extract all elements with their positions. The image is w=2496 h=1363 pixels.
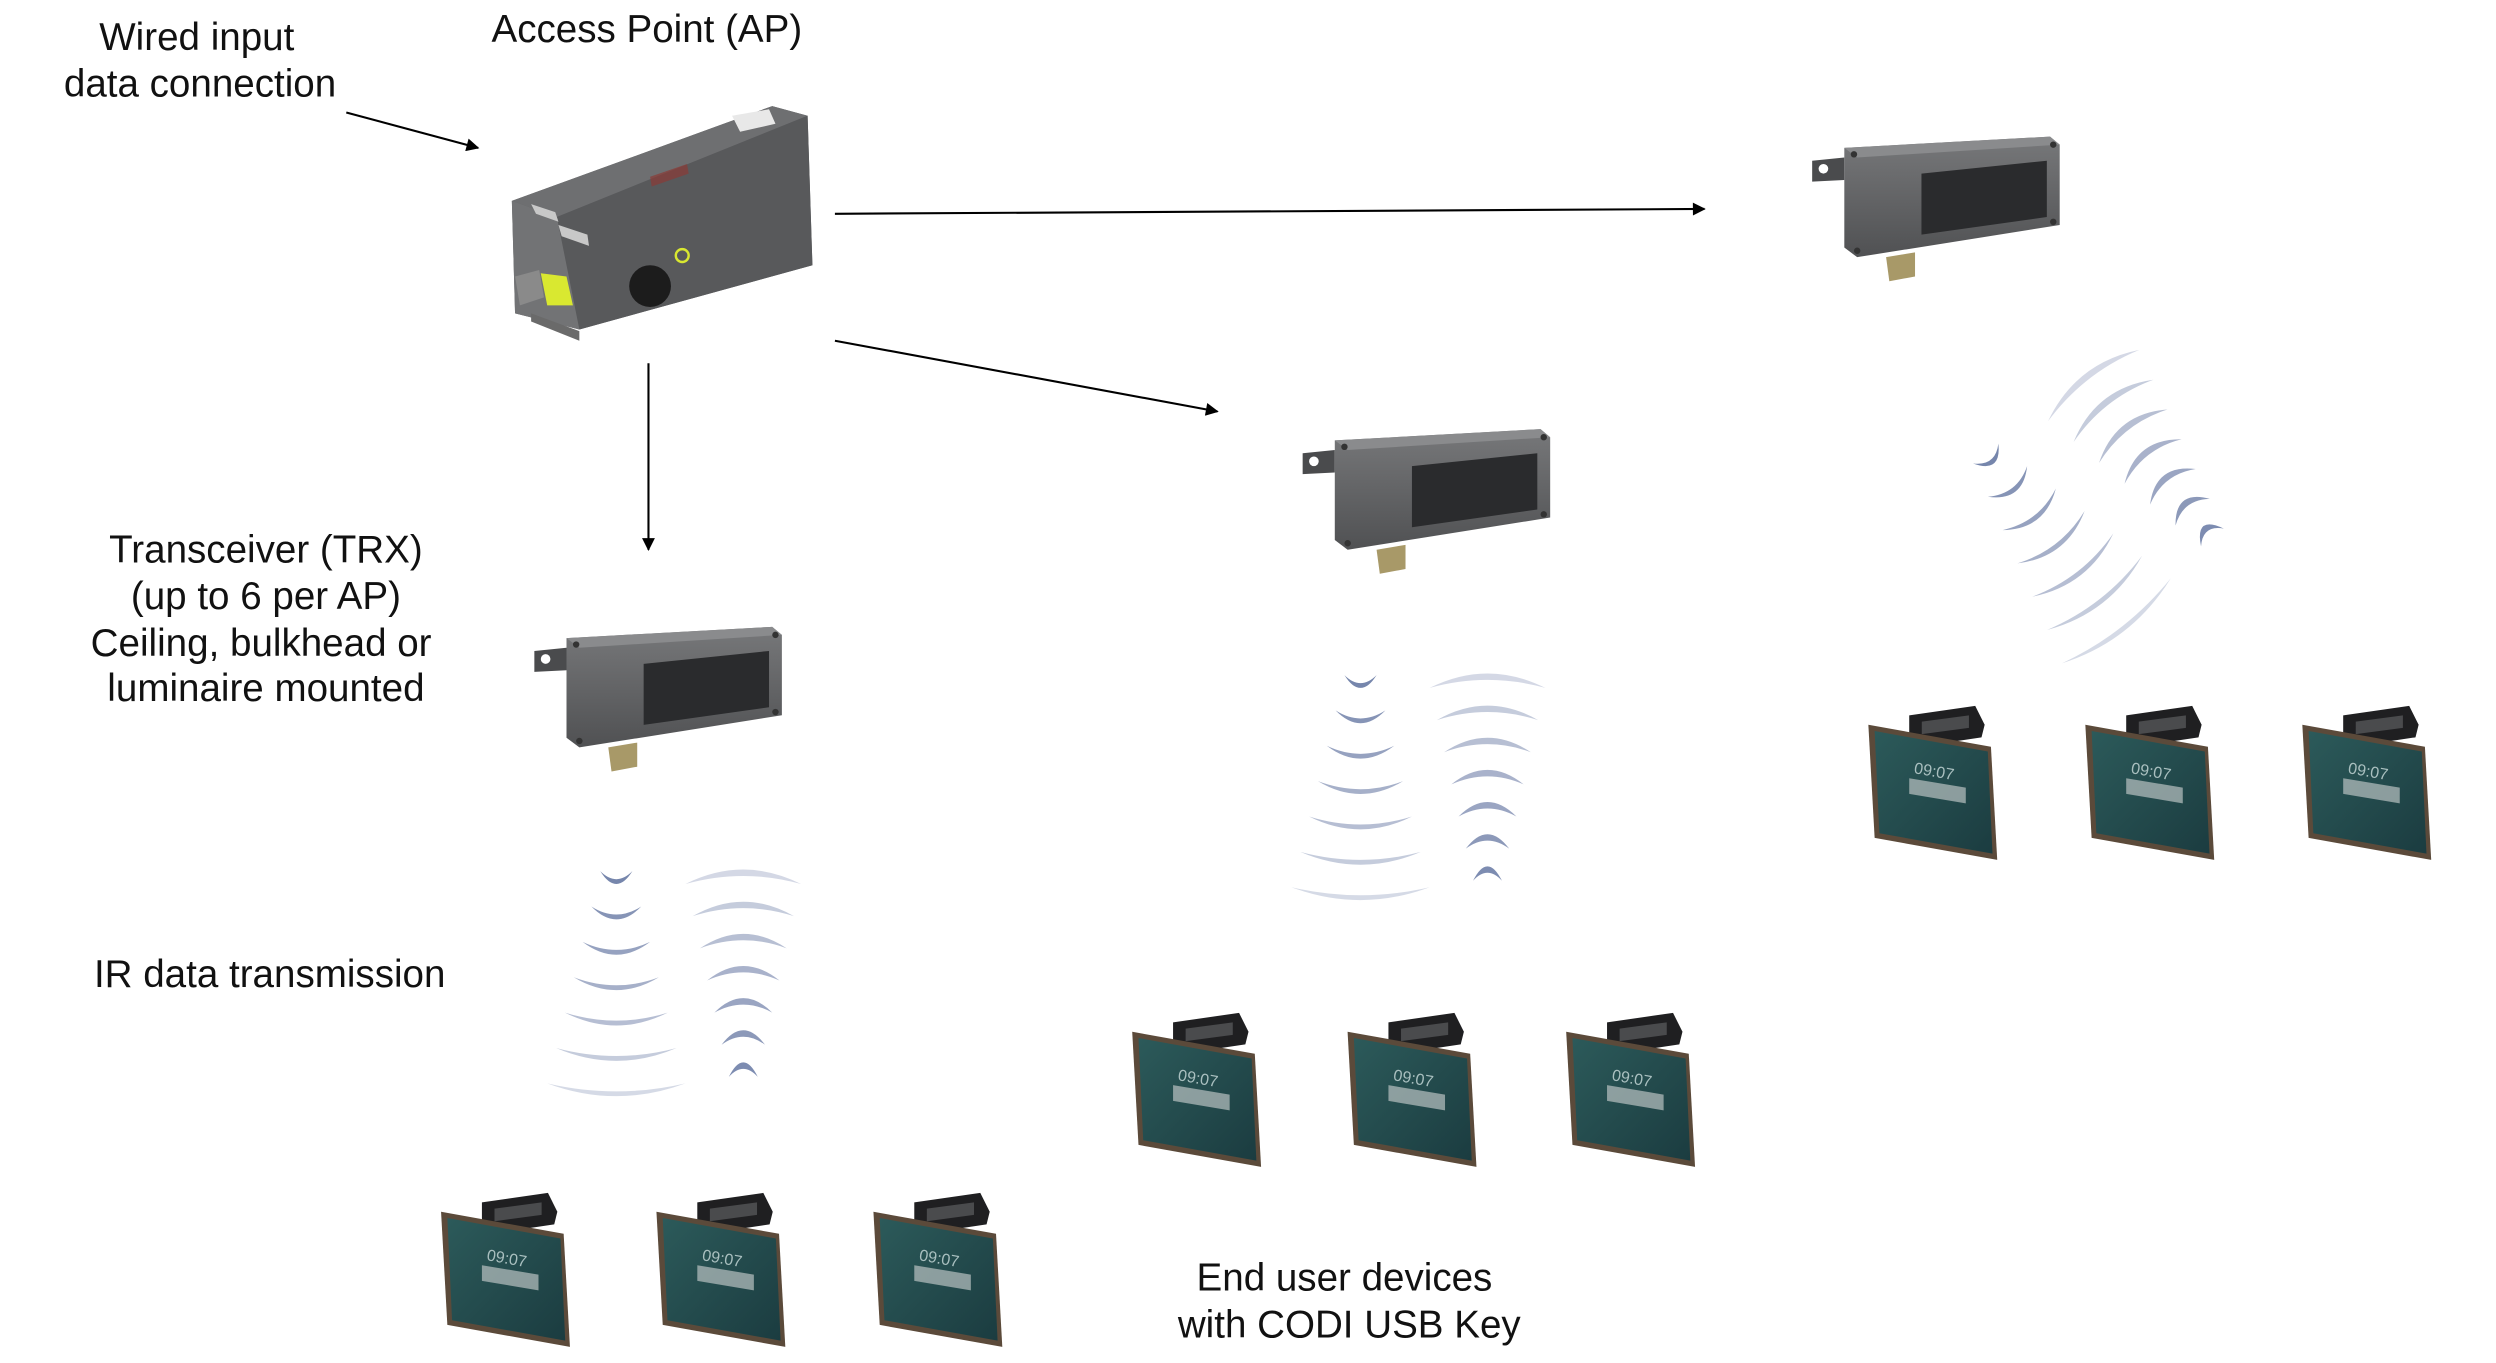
ir-wave-arc [1451,769,1524,785]
wired-input-label: Wired input [99,16,294,59]
ir-wave-arc [2048,349,2140,422]
ir-wave-arc [707,965,780,981]
ir-wave-arc [1429,673,1546,688]
end-user-devices-right: 09:07 09:07 09:07 [1868,705,2432,860]
tablet-device [656,1192,786,1347]
ir-wave-arc [1291,887,1430,901]
wired-input-label: data connection [64,62,336,105]
end-user-devices-label: with CODI USB Key [1177,1303,1522,1346]
ir-wave-arc [1973,443,1999,467]
ir-wave-arc [1317,781,1404,795]
end-user-devices-middle: 09:07 09:07 09:07 [1132,1012,1696,1167]
end-user-devices-label: End user devices [1197,1257,1493,1300]
ir-wave-arc [1436,705,1539,721]
transceiver-label: Transceiver (TRX) [109,529,423,572]
ir-waves-left [547,869,802,1097]
ir-wave-arc [1458,802,1517,817]
ir-wave-arc [1987,466,2028,498]
ir-wave-arc [2061,578,2171,664]
tablet-device [1132,1012,1262,1167]
ir-wave-arc [1344,675,1377,688]
ir-wave-arc [714,998,773,1013]
transceiver-right [1812,136,2060,282]
tablet-device [873,1192,1003,1347]
tablet-device [2085,705,2215,860]
ir-wave-arc [692,901,794,917]
ir-wave-arc [2047,555,2143,631]
access-point-device [511,106,813,341]
tablet-device [1566,1012,1696,1167]
ir-waves-right [1973,349,2224,664]
access-point-label: Access Point (AP) [491,8,802,51]
ir-wave-arc [591,906,642,920]
ir-wave-arc [573,977,659,991]
ir-wave-arc [582,941,651,955]
arrow-to-trx-right [834,202,1706,216]
transceiver-label: Ceiling, bulkhead or [91,622,432,665]
ir-wave-arc [1444,737,1531,753]
ir-wave-arc [556,1047,677,1061]
ir-wave-arc [547,1083,686,1097]
ir-wave-arc [1326,745,1395,759]
transceiver-label: luminaire mounted [107,667,424,710]
ir-wave-arc [2073,379,2154,443]
transceiver-label: (up to 6 per AP) [131,575,401,618]
ir-wave-arc [1309,816,1412,830]
ir-wave-arc [2199,524,2224,547]
tablet-device [1347,1012,1477,1167]
ir-wave-arc [728,1062,758,1077]
ir-wave-arc [600,871,633,885]
transceiver-left [534,626,782,772]
ir-wave-arc [1473,866,1502,881]
ir-wave-arc [1465,834,1510,849]
ir-wave-arc [1300,851,1421,865]
arrow-to-trx-middle [834,339,1219,416]
ir-wave-arc [699,933,787,949]
ap-connector-icon [540,273,573,306]
ir-wave-arc [2099,409,2168,463]
tablet-device [2302,705,2432,860]
ir-wave-arc [2002,488,2056,531]
tablet-device [1868,705,1998,860]
ir-transmission-label: IR data transmission [94,953,445,996]
transceiver-middle [1302,429,1551,574]
wired-input-arrow [346,111,480,152]
ap-knob-icon [629,265,671,307]
ir-wave-arc [564,1012,668,1026]
tablet-device [441,1192,570,1347]
ir-wave-arc [721,1030,766,1045]
ir-wave-arc [2150,468,2196,505]
ir-waves-middle [1291,673,1546,901]
ir-wave-arc [1335,710,1386,724]
ir-wave-arc [2124,439,2182,484]
ir-wave-arc [685,869,802,885]
end-user-devices-left: 09:07 09:07 09:07 [441,1192,1003,1347]
ir-wave-arc [2175,496,2210,526]
